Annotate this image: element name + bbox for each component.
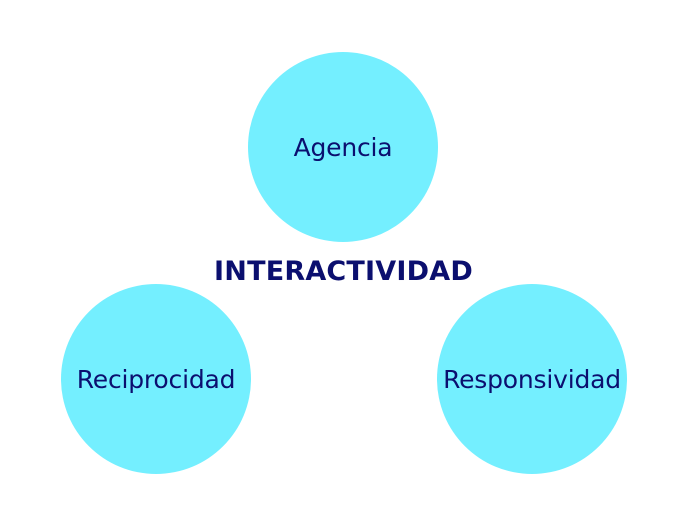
circle-agencia: Agencia: [248, 52, 438, 242]
circle-label-agencia: Agencia: [293, 132, 393, 162]
circle-reciprocidad: Reciprocidad: [61, 284, 251, 474]
circle-responsividad: Responsividad: [437, 284, 627, 474]
circle-label-reciprocidad: Reciprocidad: [76, 364, 236, 394]
diagram-title: INTERACTIVIDAD: [214, 256, 473, 287]
circle-label-responsividad: Responsividad: [443, 364, 621, 394]
